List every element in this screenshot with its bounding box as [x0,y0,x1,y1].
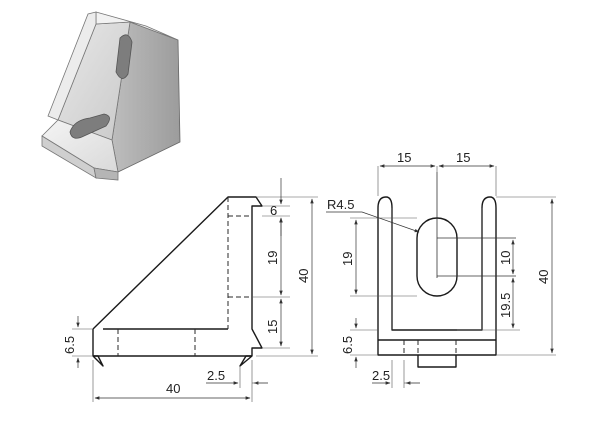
front-dim-width: 40 [166,381,180,396]
front-view [72,196,318,402]
side-dim-height: 40 [536,270,551,284]
side-dim-foot: 2.5 [372,368,390,383]
side-dim-slot-length: 19 [340,252,355,266]
front-dim-lower: 15 [265,320,280,334]
isometric-vertical-slot [115,34,133,79]
front-dim-base: 6.5 [62,336,77,354]
side-dim-left: 15 [397,150,411,165]
front-dim-top: 6 [270,203,277,218]
side-dim-slot-offset: 10 [498,251,513,265]
front-dim-height: 40 [296,269,311,283]
side-dim-radius: R4.5 [327,197,354,212]
isometric-view [41,11,181,181]
side-view-dimensions [326,164,554,385]
front-dim-foot: 2.5 [207,368,225,383]
front-view-dimensions [76,178,314,400]
side-dim-slot-from-base: 19.5 [498,293,513,318]
side-view [350,166,556,388]
side-dim-right: 15 [456,150,470,165]
isometric-base-slot [69,113,110,139]
front-dim-slot: 19 [265,251,280,265]
side-dim-base: 6.5 [340,336,355,354]
